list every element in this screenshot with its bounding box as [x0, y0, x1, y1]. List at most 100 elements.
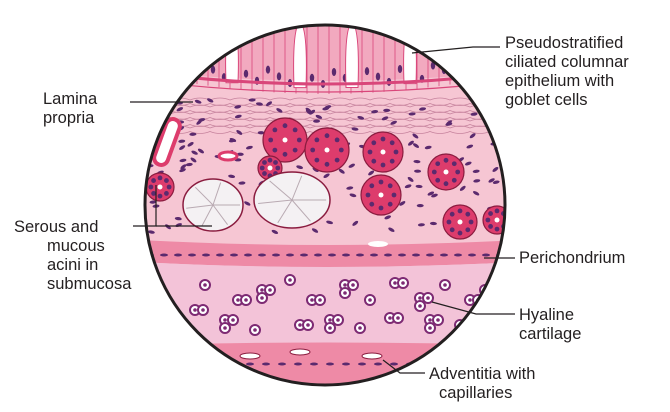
fibroblast-nucleus	[214, 363, 222, 366]
chondrocyte-nucleus	[193, 308, 197, 312]
label-adventitia-line-2: capillaries	[429, 384, 535, 403]
acinar-nucleus	[275, 166, 280, 171]
chondrocyte-nucleus	[483, 296, 487, 300]
acinar-lumen	[444, 170, 449, 175]
goblet-cell	[346, 22, 359, 88]
chondrocyte-nucleus	[328, 318, 332, 322]
label-cartilage-line-2: cartilage	[519, 325, 581, 344]
fibroblast-nucleus	[328, 254, 336, 257]
fibroblast-nucleus	[202, 254, 210, 257]
chondrocyte-nucleus	[351, 283, 355, 287]
acinar-nucleus	[260, 166, 265, 171]
fibroblast-nucleus	[412, 254, 420, 257]
fibroblast-nucleus	[244, 254, 252, 257]
label-adventitia: Adventitia with capillaries	[429, 365, 535, 403]
acinar-nucleus	[392, 193, 397, 198]
leader-epithelium	[412, 47, 500, 53]
acinar-nucleus	[272, 127, 277, 132]
label-glands-line-3: acini in	[14, 256, 131, 275]
fibroblast-nucleus	[272, 254, 280, 257]
chondrocyte-nucleus	[288, 278, 292, 282]
chondrocyte-nucleus	[253, 328, 257, 332]
capillary	[240, 353, 260, 359]
label-lamina-line-1: Lamina	[43, 90, 97, 109]
chondrocyte-nucleus	[428, 318, 432, 322]
acinar-nucleus	[151, 191, 156, 196]
fibroblast-nucleus	[390, 363, 398, 366]
acinar-nucleus	[390, 140, 395, 145]
gland-duct	[219, 152, 237, 160]
acinar-nucleus	[273, 160, 278, 165]
acinar-nucleus	[268, 158, 273, 163]
acinar-nucleus	[447, 220, 452, 225]
chondrocyte-nucleus	[418, 304, 422, 308]
fibroblast-nucleus	[358, 363, 366, 366]
chondrocyte-nucleus	[358, 326, 362, 330]
chondrocyte-nucleus	[436, 318, 440, 322]
chondrocyte-nucleus	[298, 323, 302, 327]
capillary	[290, 349, 310, 355]
chondrocyte-nucleus	[231, 318, 235, 322]
capillary	[368, 241, 388, 247]
fibroblast-nucleus	[188, 254, 196, 257]
chondrocyte-nucleus	[223, 326, 227, 330]
chondrocyte-nucleus	[201, 308, 205, 312]
acinar-nucleus	[164, 178, 169, 183]
acinar-nucleus	[314, 137, 319, 142]
fibroblast-nucleus	[398, 254, 406, 257]
acinar-nucleus	[151, 178, 156, 183]
acinar-nucleus	[293, 148, 298, 153]
fibroblast-nucleus	[510, 254, 518, 257]
fibroblast-nucleus	[342, 254, 350, 257]
label-lamina-propria: Lamina propria	[43, 90, 97, 128]
label-epithelium-line-3: epithelium with	[505, 72, 629, 91]
epithelial-nucleus	[156, 62, 160, 70]
fibroblast-nucleus	[440, 254, 448, 257]
acinar-nucleus	[495, 209, 500, 214]
chondrocyte-nucleus	[418, 296, 422, 300]
epithelial-nucleus	[497, 51, 501, 59]
fibroblast-nucleus	[482, 254, 490, 257]
fibroblast-nucleus	[468, 254, 476, 257]
chondrocyte-nucleus	[393, 281, 397, 285]
epithelial-nucleus	[398, 65, 402, 73]
chondrocyte-nucleus	[428, 326, 432, 330]
chondrocyte-nucleus	[260, 288, 264, 292]
acinar-nucleus	[450, 212, 455, 217]
fibroblast-nucleus	[258, 254, 266, 257]
acinar-nucleus	[388, 183, 393, 188]
acinar-nucleus	[297, 138, 302, 143]
label-glands: Serous and mucous acini in submucosa	[14, 218, 131, 294]
acinar-nucleus	[369, 202, 374, 207]
label-adventitia-line-1: Adventitia with	[429, 365, 535, 384]
label-cartilage: Hyaline cartilage	[519, 306, 581, 344]
epithelial-nucleus	[244, 70, 248, 78]
acinar-lumen	[458, 220, 463, 225]
acinar-lumen	[325, 148, 330, 153]
acinar-nucleus	[262, 160, 267, 165]
fibroblast-nucleus	[370, 254, 378, 257]
acinar-nucleus	[458, 209, 463, 214]
acinar-nucleus	[444, 158, 449, 163]
acinar-nucleus	[314, 158, 319, 163]
chondrocyte-nucleus	[336, 318, 340, 322]
acinar-nucleus	[293, 127, 298, 132]
acinar-nucleus	[488, 224, 493, 229]
label-perichondrium-line-1: Perichondrium	[519, 249, 625, 268]
chondrocyte-nucleus	[491, 288, 495, 292]
epithelial-nucleus	[365, 67, 369, 75]
acinar-nucleus	[444, 181, 449, 186]
acinar-nucleus	[435, 178, 440, 183]
fibroblast-nucleus	[278, 363, 286, 366]
acinar-nucleus	[455, 170, 460, 175]
epithelial-nucleus	[332, 68, 336, 76]
chondrocyte-nucleus	[368, 298, 372, 302]
acinar-nucleus	[379, 206, 384, 211]
chondrocyte-nucleus	[401, 281, 405, 285]
acinar-nucleus	[339, 148, 344, 153]
chondrocyte-nucleus	[343, 283, 347, 287]
goblet-cell	[294, 22, 307, 88]
label-lamina-line-2: propria	[43, 109, 97, 128]
acinar-nucleus	[335, 137, 340, 142]
chondrocyte-nucleus	[318, 298, 322, 302]
